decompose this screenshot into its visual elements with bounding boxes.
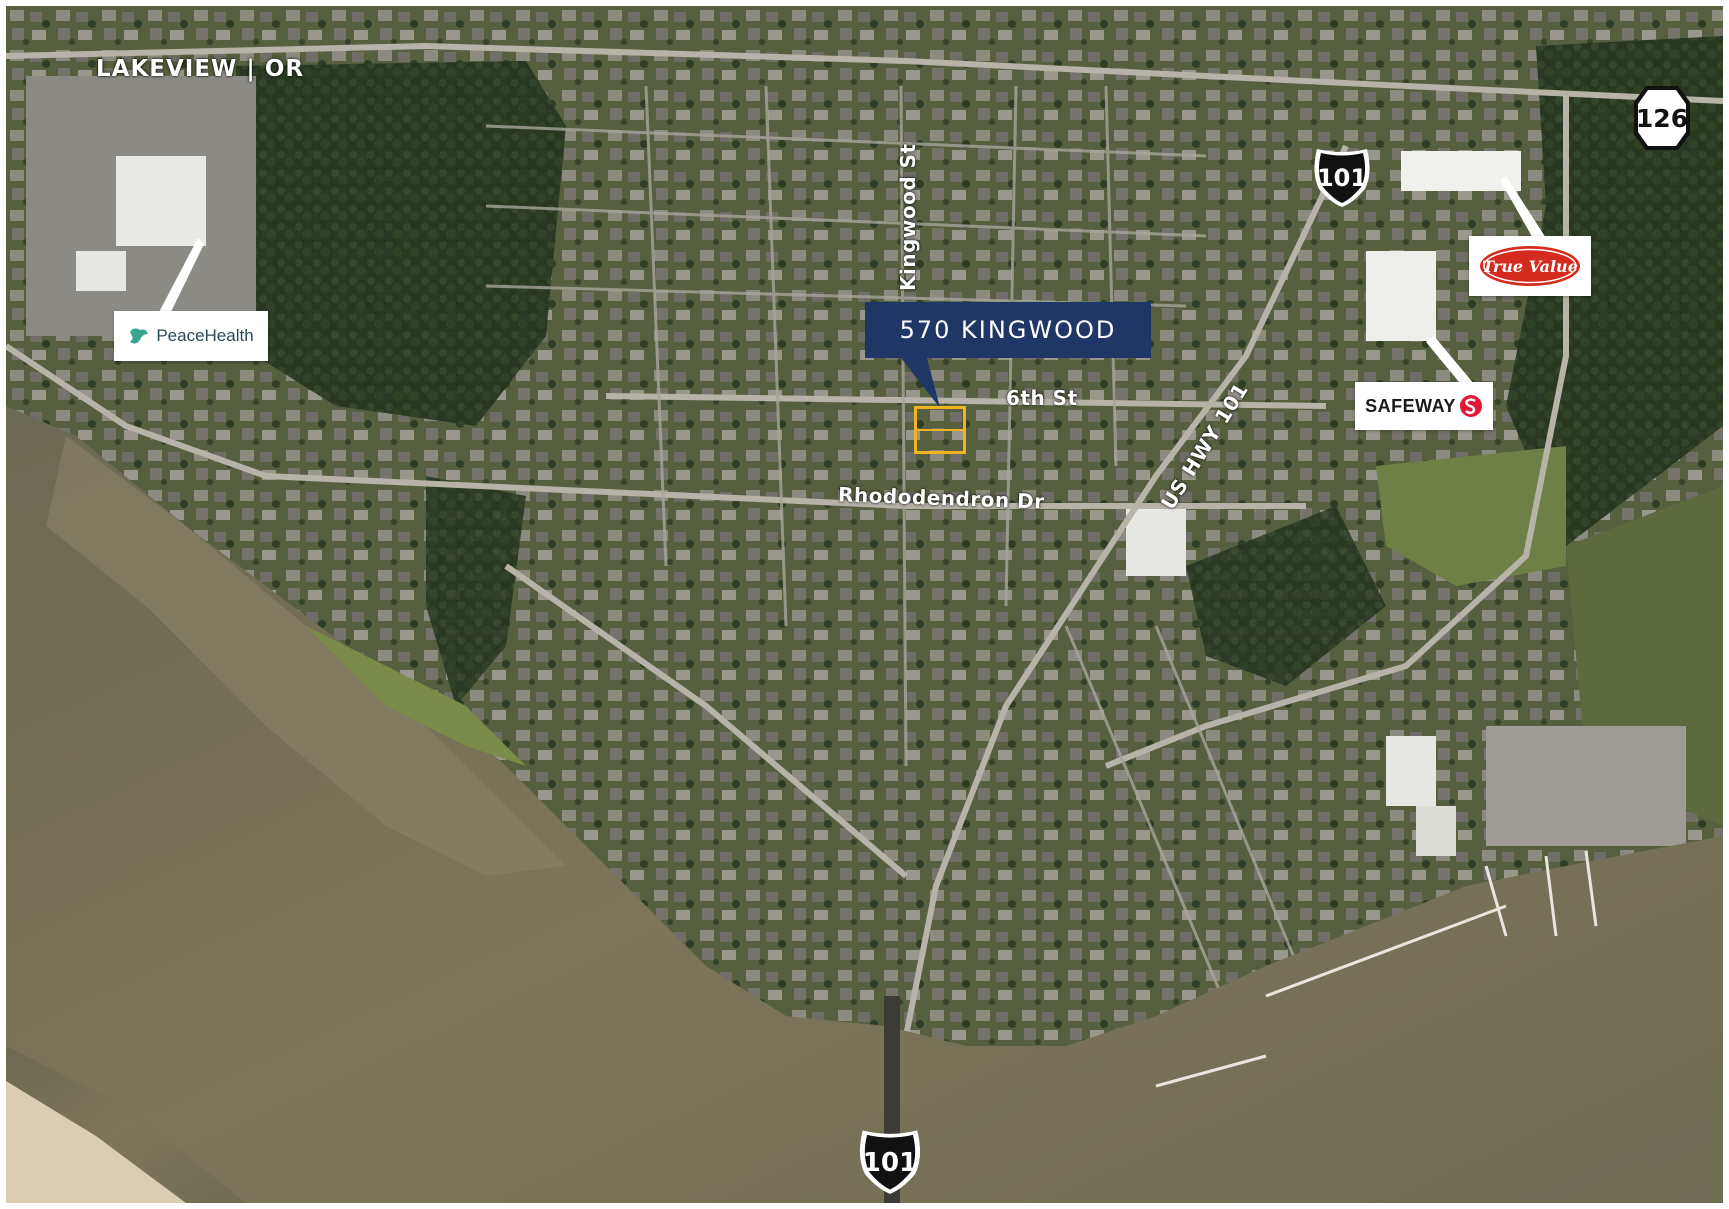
callout-pointer xyxy=(898,354,940,408)
or-126-shield-icon: 126 xyxy=(1634,86,1690,150)
or-126-number: 126 xyxy=(1636,104,1688,133)
us-101-shield-icon: 101 xyxy=(1314,149,1370,207)
aerial-map[interactable]: LAKEVIEW | OR Kingwood St 6th St Rhodode… xyxy=(6,6,1723,1203)
property-callout-label: 570 KINGWOOD xyxy=(899,316,1117,344)
property-callout[interactable]: 570 KINGWOOD xyxy=(865,302,1151,358)
peacehealth-pointer xyxy=(158,238,204,314)
street-label-6th-st: 6th St xyxy=(1006,386,1078,410)
street-label-kingwood-st: Kingwood St xyxy=(896,143,920,291)
area-label: LAKEVIEW | OR xyxy=(96,56,305,82)
truevalue-pointer xyxy=(1500,176,1546,240)
safeway-logo-text: SAFEWAY xyxy=(1365,395,1456,416)
safeway-logo-card[interactable]: SAFEWAY xyxy=(1355,382,1493,430)
parcel-divider xyxy=(914,429,966,431)
safeway-pointer xyxy=(1426,336,1474,388)
truevalue-logo-card[interactable]: True Value xyxy=(1469,236,1591,296)
truevalue-logo: True Value xyxy=(1480,246,1580,286)
peacehealth-dove-icon xyxy=(130,328,149,344)
truevalue-logo-text: True Value xyxy=(1482,257,1578,276)
aerial-imagery xyxy=(6,6,1723,1203)
peacehealth-logo-card[interactable]: PeaceHealth xyxy=(114,311,268,361)
safeway-s-icon xyxy=(1459,395,1482,417)
us-101-shield-icon: 101 xyxy=(859,1130,921,1194)
peacehealth-logo-text: PeaceHealth xyxy=(156,326,254,345)
us-101-south-number: 101 xyxy=(863,1148,918,1178)
us-101-north-number: 101 xyxy=(1317,164,1367,192)
